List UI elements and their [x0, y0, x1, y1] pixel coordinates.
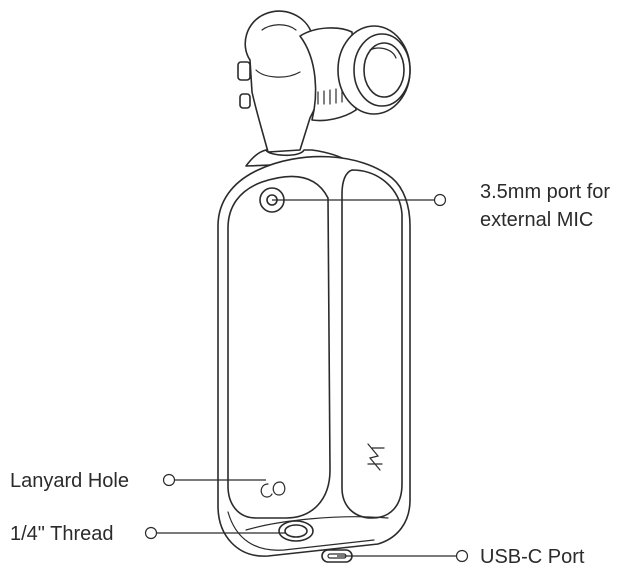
tripod-thread — [278, 520, 314, 542]
gimbal-arm — [237, 10, 351, 167]
usb-leader-dot — [455, 549, 469, 563]
camera-head — [299, 25, 411, 122]
handle-body — [217, 155, 411, 557]
usb-c-port-label: USB-C Port — [480, 546, 585, 568]
mic-port-label-line2: external MIC — [480, 209, 593, 231]
thread-label: 1/4" Thread — [10, 523, 113, 545]
mic-port-label-line1: 3.5mm port for — [480, 181, 610, 203]
leader-lines — [144, 193, 469, 563]
lanyard-leader-dot — [162, 473, 176, 487]
thread-leader-dot — [144, 526, 158, 540]
mic-port-leader-dot — [433, 193, 447, 207]
lanyard-hole-label: Lanyard Hole — [10, 470, 129, 492]
lanyard-hole — [260, 481, 286, 498]
